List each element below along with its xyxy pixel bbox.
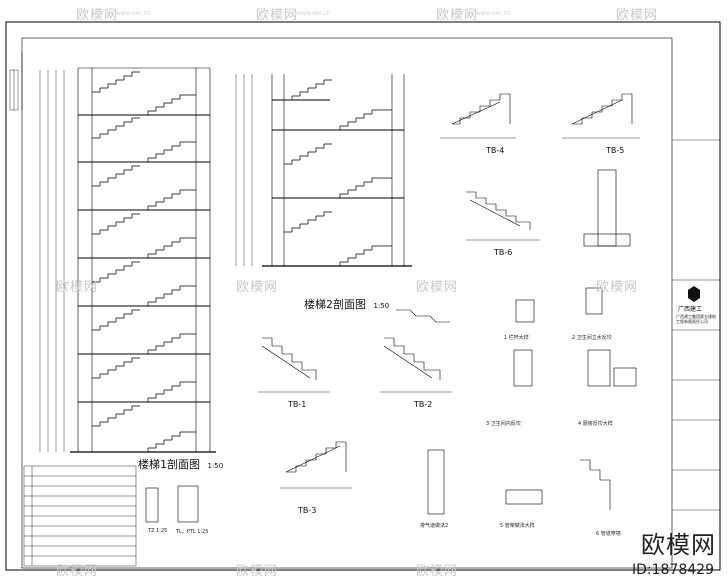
- tb4-label: TB-4: [486, 146, 505, 155]
- watermark-2: 欧模网: [256, 8, 299, 23]
- detail-2-label: 2 卫生间立水反坎: [572, 335, 612, 341]
- detail-1-label: 1 栏杆大样: [504, 335, 529, 341]
- tz-label: TZ 1:25: [148, 528, 167, 534]
- title-block-company: 广西建工集团第五建筑工程有限责任公司: [676, 314, 716, 324]
- watermark-3: 欧模网: [436, 8, 479, 23]
- detail-4-label: 4 厨房反坎大样: [578, 421, 613, 427]
- watermark-7: 欧模网: [416, 280, 459, 295]
- section2-title-text: 楼梯2剖面图: [304, 298, 366, 311]
- tb6-label: TB-6: [494, 248, 513, 257]
- section2-scale: 1:50: [373, 302, 390, 310]
- tl-text: TL，PTL: [176, 529, 196, 535]
- small-details: [427, 287, 637, 515]
- tl-scale: 1:25: [197, 529, 209, 535]
- tb5-label: TB-5: [606, 146, 625, 155]
- section1-scale: 1:50: [207, 462, 224, 470]
- stair-section-2-flights: [284, 79, 392, 267]
- tb3-detail: [280, 441, 352, 489]
- tb4-detail: [440, 93, 516, 139]
- sheet-border: [5, 21, 721, 571]
- watermark-10: 欧模网: [236, 564, 279, 579]
- tb2-detail: [380, 309, 452, 393]
- watermark-1: 欧模网: [76, 8, 119, 23]
- watermark-url-2: www.om.cn: [296, 10, 331, 17]
- stair-section-2: [235, 74, 412, 267]
- tl-label: TL，PTL 1:25: [176, 528, 209, 535]
- watermark-8: 欧模网: [596, 280, 639, 295]
- tz-text: TZ: [148, 528, 155, 534]
- tz-scale: 1:25: [156, 528, 168, 534]
- watermark-9: 欧模网: [56, 564, 99, 579]
- detail-5-label: 5 管架做法大样: [500, 523, 535, 529]
- tb2-label: TB-2: [414, 400, 433, 409]
- watermark-6: 欧模网: [236, 280, 279, 295]
- watermark-url-3: www.om.cn: [476, 10, 511, 17]
- detail-8-label: 排气道做法2: [420, 523, 449, 529]
- tb1-detail: [258, 337, 330, 393]
- tb5-detail: [562, 93, 640, 139]
- title-block-lines: [672, 139, 720, 511]
- watermark-5: 欧模网: [56, 280, 99, 295]
- stair-section-2-floors: [272, 99, 404, 199]
- image-id: ID:1878429: [632, 562, 714, 578]
- section1-title: 楼梯1剖面图 1:50: [138, 456, 223, 472]
- tz-detail: [145, 485, 199, 523]
- detail-3-label: 3 卫生间内反坎: [486, 421, 521, 427]
- section2-title: 楼梯2剖面图 1:50: [304, 296, 389, 312]
- title-block-brand: 广西建工: [678, 306, 703, 313]
- watermark-4: 欧模网: [616, 8, 659, 23]
- section1-title-text: 楼梯1剖面图: [138, 458, 200, 471]
- left-margin-strip: [9, 69, 19, 111]
- stair-section-1-flights: [92, 71, 196, 453]
- tb3-label: TB-3: [298, 506, 317, 515]
- stair-section-1: [39, 67, 216, 453]
- watermark-11: 欧模网: [416, 564, 459, 579]
- watermark-url-1: www.om.cn: [116, 10, 151, 17]
- tb1-label: TB-1: [288, 400, 307, 409]
- company-logo-icon: [688, 286, 700, 302]
- stair-section-1-floors: [78, 114, 210, 403]
- notes-table: [23, 465, 137, 567]
- anchor-detail: [583, 169, 631, 247]
- detail-6-label: 6 管道穿墙: [596, 531, 621, 537]
- corner-watermark: 欧模网: [641, 531, 716, 559]
- tb6-detail: [466, 191, 540, 241]
